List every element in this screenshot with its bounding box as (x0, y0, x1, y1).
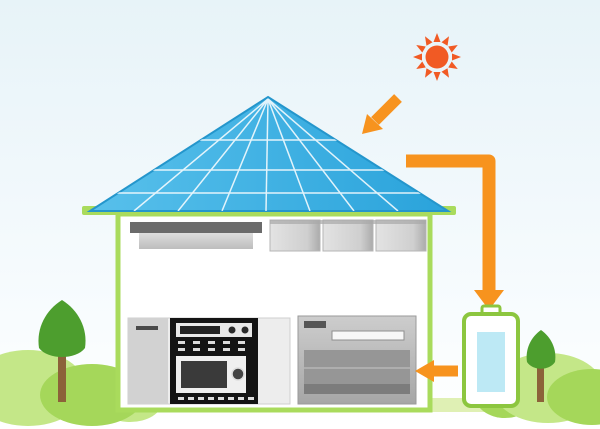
cabinet-handle (136, 326, 158, 330)
hood-body (139, 233, 253, 249)
range-hood (130, 222, 262, 249)
window (322, 219, 374, 252)
panel-surface (86, 95, 452, 212)
window-shadow (270, 220, 426, 224)
kitchen-unit (127, 317, 291, 405)
sun-rays (413, 33, 461, 81)
cabinet-left-panel (128, 318, 168, 404)
microwave-dial (231, 367, 245, 381)
display-screen (180, 326, 220, 334)
knob (228, 326, 236, 334)
right-tree (526, 330, 556, 402)
arrow-shaft (371, 94, 402, 125)
tree-canopy (526, 330, 556, 369)
battery-cell (477, 332, 505, 392)
window (269, 219, 321, 252)
bush (547, 369, 600, 425)
bottom-buttons (178, 397, 254, 400)
sun-core (425, 45, 449, 69)
tree-canopy (38, 300, 86, 357)
sunlight-arrow (362, 94, 402, 134)
microwave-window (181, 361, 227, 388)
arrow-head (415, 360, 434, 382)
window (375, 219, 427, 252)
sun-icon (413, 33, 461, 81)
kick-band (304, 384, 410, 394)
left-tree (38, 300, 86, 402)
control-badge (304, 321, 326, 328)
house (115, 211, 433, 413)
hood-top-bar (130, 222, 262, 233)
storage-battery (462, 304, 520, 408)
tree-trunk (58, 346, 66, 402)
panel-to-battery-flow (406, 154, 504, 310)
battery-to-home-arrow (415, 360, 458, 382)
tree-trunk (537, 360, 544, 402)
button-rows (178, 341, 245, 351)
arrow-head (474, 290, 504, 310)
second-floor-windows (269, 219, 427, 252)
arrow-head (362, 114, 383, 134)
flow-pipe (406, 154, 496, 292)
knob (241, 326, 249, 334)
handle-slot (331, 330, 405, 341)
kitchen-appliance-stack (170, 318, 258, 404)
dishwasher-unit (297, 315, 417, 405)
